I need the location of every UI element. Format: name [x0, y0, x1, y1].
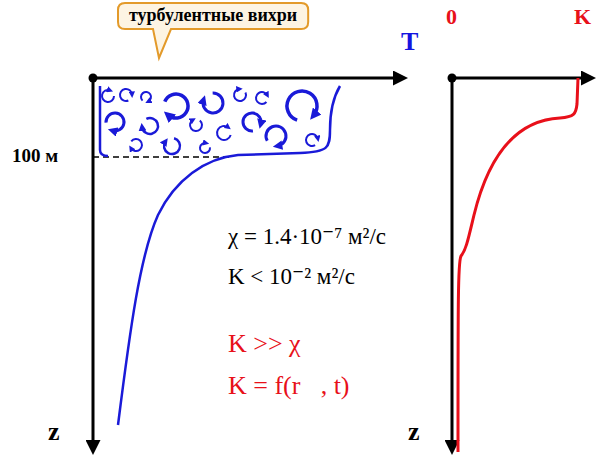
- eddy: [102, 90, 114, 102]
- axis-label: z: [408, 418, 420, 447]
- z-axis: [451, 78, 454, 443]
- eddy: [164, 138, 180, 154]
- eddy: [234, 89, 246, 101]
- origin-dot: [448, 74, 457, 83]
- eddy: [256, 92, 267, 104]
- callout-text: турбулентные вихри: [129, 5, 297, 26]
- formula: K = f(r⃗, t): [228, 372, 350, 401]
- formula: K >> χ: [228, 330, 301, 359]
- axis-label: T: [401, 28, 418, 57]
- eddy: [190, 120, 202, 131]
- z-axis: [92, 78, 95, 443]
- diffusivity-profile: [458, 78, 578, 452]
- eddy: [200, 143, 210, 153]
- eddy: [243, 113, 261, 131]
- eddy: [306, 134, 318, 146]
- eddy: [203, 93, 223, 113]
- mixed-layer-depth: [93, 156, 230, 158]
- callout-shape: [118, 3, 308, 58]
- depth-label: 100 м: [12, 146, 58, 167]
- t-axis: [93, 77, 396, 80]
- axis-value: 0: [446, 5, 457, 29]
- eddy: [120, 89, 132, 101]
- formula: K < 10⁻² м²/с: [228, 264, 355, 289]
- callout-box: турбулентные вихри: [117, 2, 309, 30]
- eddy: [217, 126, 231, 140]
- axis-label: z: [48, 418, 60, 447]
- k-axis: [452, 77, 584, 80]
- eddy: [106, 113, 124, 131]
- eddy: [266, 126, 286, 146]
- origin-dot: [89, 74, 98, 83]
- axis-label: K: [574, 5, 591, 29]
- eddy: [131, 139, 142, 151]
- eddy: [142, 118, 158, 134]
- formula: χ = 1.4·10⁻⁷ м²/с: [228, 224, 386, 249]
- eddy: [287, 91, 317, 120]
- eddy: [141, 92, 151, 101]
- turbulent-eddies: [102, 89, 318, 154]
- eddy: [165, 94, 188, 118]
